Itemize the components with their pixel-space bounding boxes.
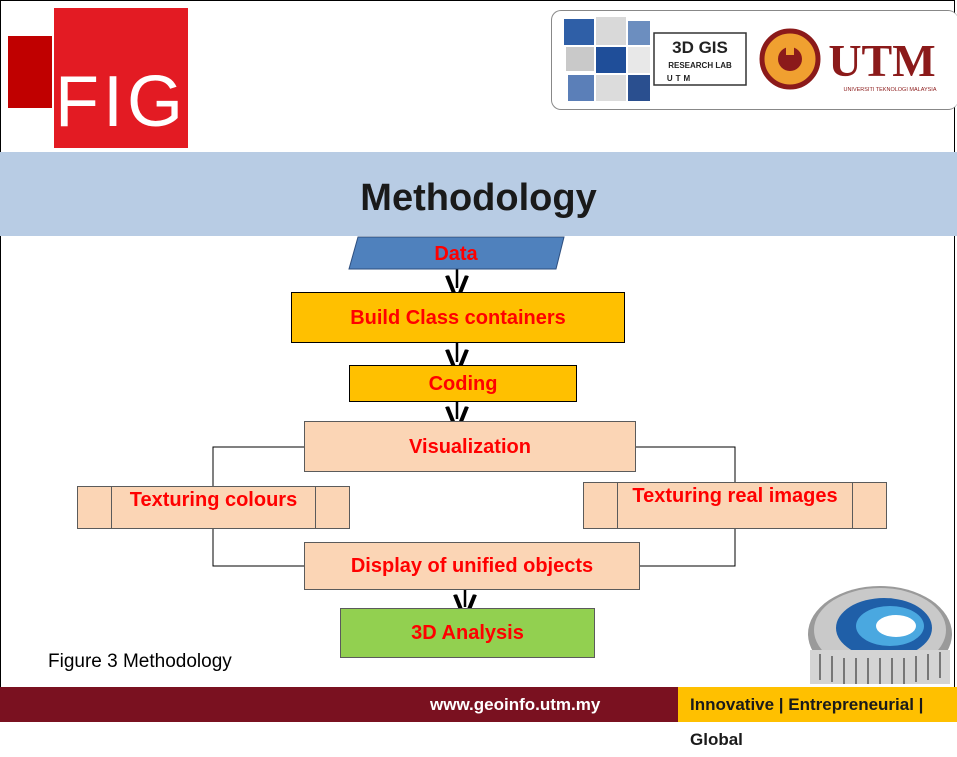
lab-and-utm-logo: 3D GIS RESEARCH LAB UTM UTM UNIVERSITI T… (564, 17, 937, 101)
texturing-colours-node: Texturing colours (77, 486, 350, 529)
footer-tagline: Innovative | Entrepreneurial | Global (678, 687, 957, 749)
texturing-real-images-node: Texturing real images (583, 482, 887, 529)
connector-left-top (212, 446, 304, 486)
title-band (0, 152, 957, 236)
subprocess-right-bar (315, 487, 349, 528)
subprocess-left-bar (78, 487, 112, 528)
analysis-3d-node: 3D Analysis (340, 608, 595, 658)
visualization-node: Visualization (304, 421, 636, 472)
subprocess-left-bar (584, 483, 618, 528)
svg-text:UTM: UTM (667, 74, 693, 83)
display-unified-node: Display of unified objects (304, 542, 640, 590)
svg-text:FIG: FIG (55, 62, 187, 142)
svg-text:3D GIS: 3D GIS (672, 38, 728, 57)
build-class-node: Build Class containers (291, 292, 625, 343)
fig-logo: FIG (8, 8, 188, 148)
svg-text:UTM: UTM (828, 35, 935, 86)
connector-left-bottom (212, 529, 304, 567)
utm-crest-icon (759, 28, 821, 90)
texturing-colours-label: Texturing colours (129, 489, 298, 511)
texturing-real-images-label: Texturing real images (632, 485, 838, 507)
flow-connectors (212, 268, 736, 722)
geoinfo-coliseum-logo (808, 586, 952, 684)
data-node: Data (348, 236, 565, 270)
svg-text:RESEARCH LAB: RESEARCH LAB (668, 61, 732, 70)
cube-icon (564, 17, 650, 101)
partner-logos: 3D GIS RESEARCH LAB UTM UTM UNIVERSITI T… (551, 10, 957, 110)
connector-right-bottom (640, 529, 736, 567)
svg-text:Data: Data (434, 243, 478, 265)
footer-url[interactable]: www.geoinfo.utm.my (430, 695, 601, 714)
svg-text:UNIVERSITI TEKNOLOGI MALAYSIA: UNIVERSITI TEKNOLOGI MALAYSIA (843, 87, 936, 93)
subprocess-right-bar (852, 483, 886, 528)
footer-bar: www.geoinfo.utm.my Innovative | Entrepre… (0, 687, 957, 749)
connector-right-top (636, 446, 736, 482)
slide-title: Methodology (360, 177, 597, 219)
figure-caption: Figure 3 Methodology (48, 651, 232, 672)
coding-node: Coding (349, 365, 577, 402)
